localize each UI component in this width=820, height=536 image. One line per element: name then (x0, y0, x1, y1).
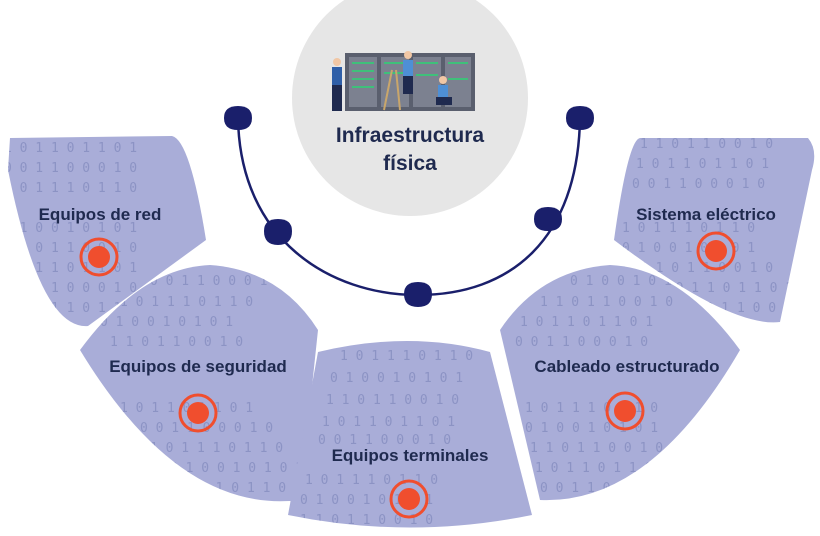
svg-text:1 0 1 1 1 0 1 1 0: 1 0 1 1 1 0 1 1 0 (4, 181, 137, 196)
marker-icon[interactable] (178, 393, 218, 433)
svg-text:0 0 1 1 0 0 0 1 0: 0 0 1 1 0 0 0 1 0 (690, 301, 820, 316)
svg-text:1 1 0 1 1 0 0 1 0: 1 1 0 1 1 0 0 1 0 (640, 137, 773, 152)
svg-text:0 0 1 1 0 0 0 1 0: 0 0 1 1 0 0 0 1 0 (632, 177, 765, 192)
svg-text:1 1 0 1 1 0 0 1 0: 1 1 0 1 1 0 0 1 0 (110, 335, 243, 350)
svg-text:1 0 1 1 0 1 1 0 1: 1 0 1 1 0 1 1 0 1 (520, 315, 653, 330)
svg-text:0 0 1 1 0 0 0 1 0: 0 0 1 1 0 0 0 1 0 (4, 161, 137, 176)
svg-text:0 1 0 0 1 0 1 0 1: 0 1 0 0 1 0 1 0 1 (4, 221, 137, 236)
arc-node-icon (404, 282, 432, 307)
segment-equipos-terminales: 1 0 1 1 1 0 1 1 0 0 1 0 0 1 0 1 0 1 1 1 … (288, 341, 532, 528)
svg-text:0 1 0 0 1 0 1 0 1: 0 1 0 0 1 0 1 0 1 (170, 461, 303, 476)
server-room-illustration (332, 51, 475, 111)
svg-text:0 0 1 1 0 0 0 1 0: 0 0 1 1 0 0 0 1 0 (150, 274, 283, 289)
svg-text:1 0 1 1 0 1 1 0 1: 1 0 1 1 0 1 1 0 1 (322, 415, 455, 430)
arc-node-icon (264, 219, 292, 245)
binary-texture: 0 0 1 1 0 0 0 1 0 1 0 1 1 1 0 1 1 0 0 1 … (100, 274, 333, 496)
svg-text:0 0 1 1 0 0 0 1 0: 0 0 1 1 0 0 0 1 0 (4, 281, 137, 296)
marker-icon[interactable] (605, 391, 645, 431)
segment-label: Cableado estructurado (534, 357, 719, 376)
svg-text:1 0 1 1 0 1 1 0 1: 1 0 1 1 0 1 1 0 1 (636, 157, 769, 172)
segment-label: Equipos de seguridad (109, 357, 287, 376)
svg-text:1 0 1 1 1 0 1 1 0: 1 0 1 1 1 0 1 1 0 (305, 473, 438, 488)
segment-equipos-de-seguridad: 0 0 1 1 0 0 0 1 0 1 0 1 1 1 0 1 1 0 0 1 … (80, 265, 333, 502)
segment-label: Equipos de red (39, 205, 162, 224)
hub-title-line1: Infraestructura (336, 124, 485, 147)
svg-text:0 1 0 0 1 0 1 0 1: 0 1 0 0 1 0 1 0 1 (525, 421, 658, 436)
segment-shape (614, 138, 815, 323)
segment-shape (8, 136, 206, 327)
svg-text:1 0 1 1 1 0 1 1 0: 1 0 1 1 1 0 1 1 0 (120, 295, 253, 310)
svg-text:1 0 1 1 1 0 1 1 0: 1 0 1 1 1 0 1 1 0 (622, 221, 755, 236)
svg-text:1 0 1 1 1 0 1 1 0: 1 0 1 1 1 0 1 1 0 (150, 441, 283, 456)
segment-shape (288, 341, 532, 528)
svg-text:0 0 1 1 0 0 0 1 0: 0 0 1 1 0 0 0 1 0 (515, 335, 648, 350)
svg-text:1 1 0 1 1 0 0 1 0: 1 1 0 1 1 0 0 1 0 (200, 481, 333, 496)
svg-text:1 1 0 1 1 0 0 1 0: 1 1 0 1 1 0 0 1 0 (326, 393, 459, 408)
hub-title-line2: física (383, 152, 437, 175)
marker-icon[interactable] (389, 479, 429, 519)
arc-node-icon (534, 207, 562, 231)
svg-text:1 0 1 1 0 1 1 0 1: 1 0 1 1 0 1 1 0 1 (535, 461, 668, 476)
svg-text:0 1 0 0 1 0 1 0 1: 0 1 0 0 1 0 1 0 1 (330, 371, 463, 386)
svg-text:1 1 0 1 1 0 0 1 0: 1 1 0 1 1 0 0 1 0 (530, 441, 663, 456)
svg-text:1 0 1 1 0 1 1 0 1: 1 0 1 1 0 1 1 0 1 (120, 401, 253, 416)
marker-icon[interactable] (696, 231, 736, 271)
svg-text:1 1 0 1 1 0 0 1 0: 1 1 0 1 1 0 0 1 0 (540, 295, 673, 310)
svg-text:1 0 1 1 1 0 1 1 0: 1 0 1 1 1 0 1 1 0 (525, 401, 658, 416)
arc-node-icon (224, 106, 252, 130)
svg-text:1 0 1 1 1 0 1 1 0: 1 0 1 1 1 0 1 1 0 (340, 349, 473, 364)
marker-icon[interactable] (79, 237, 119, 277)
segment-shape (80, 265, 318, 502)
svg-text:0 0 1 1 0 0 0 1 0: 0 0 1 1 0 0 0 1 0 (540, 481, 673, 496)
binary-texture: 1 0 1 1 0 1 1 0 1 0 0 1 1 0 0 0 1 0 1 0 … (4, 141, 137, 316)
segment-cableado-estructurado: 0 1 0 0 1 0 1 0 1 1 1 0 1 1 0 0 1 0 1 0 … (500, 265, 740, 501)
arc-node-icon (566, 106, 594, 130)
connector-arc (224, 106, 594, 307)
center-hub: Infraestructura física (292, 0, 528, 216)
svg-text:0 1 0 0 1 0 1 0 1: 0 1 0 0 1 0 1 0 1 (100, 315, 233, 330)
segment-label: Equipos terminales (332, 446, 489, 465)
segment-label: Sistema eléctrico (636, 205, 776, 224)
svg-text:1 0 1 1 0 1 1 0 1: 1 0 1 1 0 1 1 0 1 (660, 281, 793, 296)
svg-text:1 1 0 1 1 0 0 1 0: 1 1 0 1 1 0 0 1 0 (640, 261, 773, 276)
segment-shape (500, 265, 740, 501)
svg-text:0 0 1 1 0 0 0 1 0: 0 0 1 1 0 0 0 1 0 (318, 433, 451, 448)
svg-text:1 0 1 1 0 1 1 0 1: 1 0 1 1 0 1 1 0 1 (4, 141, 137, 156)
